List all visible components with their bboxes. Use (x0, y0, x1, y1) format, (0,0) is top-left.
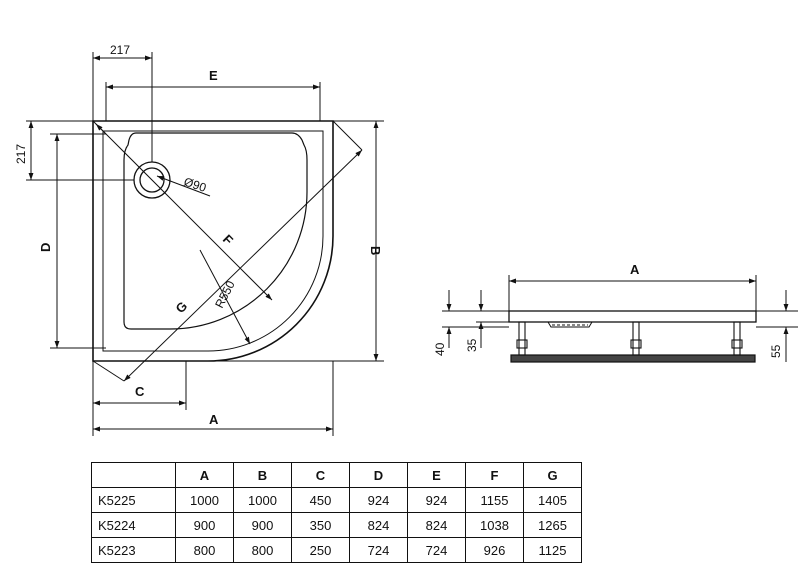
label-E: E (209, 68, 218, 83)
header-D: D (349, 462, 408, 488)
header-E: E (407, 462, 466, 488)
drain-diameter-label: Ø90 (182, 175, 208, 195)
value-cell: 924 (407, 487, 466, 513)
value-cell: 1125 (523, 537, 582, 563)
value-cell: 250 (291, 537, 350, 563)
table-row: K5224 900 900 350 824 824 1038 1265 (91, 512, 582, 538)
value-cell: 824 (407, 512, 466, 538)
label-A-side: A (630, 262, 640, 277)
value-cell: 1000 (233, 487, 292, 513)
table-row: K5223 800 800 250 724 724 926 1125 (91, 537, 582, 563)
dimension-table: A B C D E F G K5225 1000 1000 450 924 92… (91, 462, 582, 563)
value-cell: 724 (349, 537, 408, 563)
value-cell: 1405 (523, 487, 582, 513)
table-header-row: A B C D E F G (91, 462, 582, 488)
value-cell: 824 (349, 512, 408, 538)
side-view (442, 275, 798, 363)
label-F: F (220, 232, 236, 248)
label-A-plan: A (209, 412, 219, 427)
header-G: G (523, 462, 582, 488)
support-legs (516, 321, 743, 356)
base-strip (510, 354, 756, 363)
value-cell: 1000 (175, 487, 234, 513)
dim-55: 55 (769, 344, 783, 358)
value-cell: 800 (175, 537, 234, 563)
radius-label: R550 (212, 278, 238, 310)
dim-217-side: 217 (14, 144, 28, 164)
value-cell: 900 (175, 512, 234, 538)
value-cell: 1155 (465, 487, 524, 513)
label-C: C (135, 384, 145, 399)
dim-40: 40 (433, 342, 447, 356)
model-cell: K5223 (91, 537, 176, 563)
dim-35: 35 (465, 338, 479, 352)
header-model (91, 462, 176, 488)
value-cell: 900 (233, 512, 292, 538)
header-A: A (175, 462, 234, 488)
label-D: D (38, 243, 53, 252)
value-cell: 800 (233, 537, 292, 563)
model-cell: K5225 (91, 487, 176, 513)
plan-dimensions (26, 52, 384, 436)
model-cell: K5224 (91, 512, 176, 538)
dim-217-top: 217 (110, 43, 130, 57)
label-B: B (368, 246, 383, 255)
header-F: F (465, 462, 524, 488)
value-cell: 924 (349, 487, 408, 513)
value-cell: 350 (291, 512, 350, 538)
table-row: K5225 1000 1000 450 924 924 1155 1405 (91, 487, 582, 513)
tray-profile (508, 310, 757, 323)
header-C: C (291, 462, 350, 488)
label-G: G (173, 298, 191, 316)
value-cell: 1265 (523, 512, 582, 538)
header-B: B (233, 462, 292, 488)
value-cell: 926 (465, 537, 524, 563)
value-cell: 1038 (465, 512, 524, 538)
value-cell: 450 (291, 487, 350, 513)
value-cell: 724 (407, 537, 466, 563)
